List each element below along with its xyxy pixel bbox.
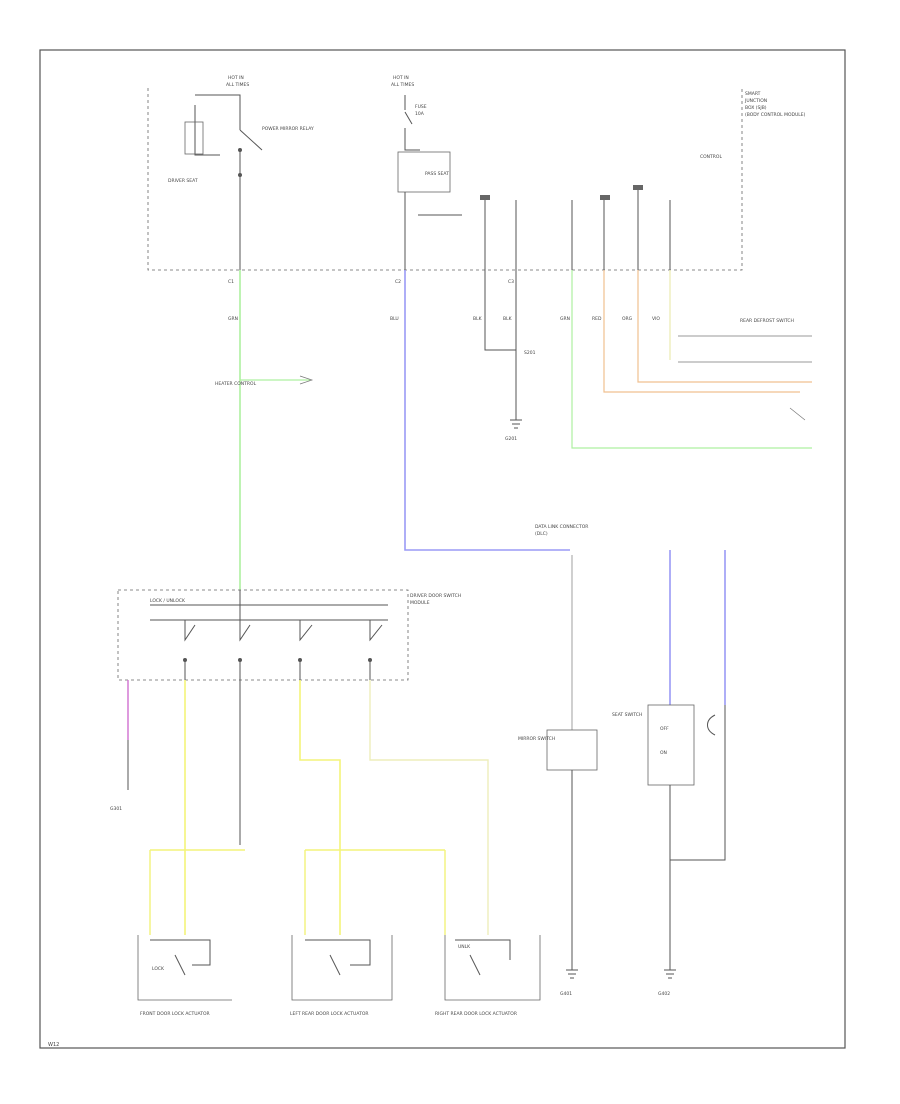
label-wire-1: GRN xyxy=(228,316,238,322)
module-pins xyxy=(480,185,671,270)
label-pass-seat: PASS SEAT xyxy=(425,171,449,177)
label-ground-3: G401 xyxy=(560,991,572,997)
pale-wire-panel xyxy=(369,680,489,935)
label-wire-4: BLK xyxy=(503,316,513,322)
fuse-device xyxy=(397,95,462,270)
label-wire-6: RED xyxy=(592,316,602,322)
label-splice: S201 xyxy=(524,350,536,356)
label-module-2: JUNCTION xyxy=(744,98,767,104)
label-actuator-1: FRONT DOOR LOCK ACTUATOR xyxy=(140,1011,210,1017)
label-ground-2: G301 xyxy=(110,806,122,812)
label-relay: POWER MIRROR RELAY xyxy=(262,126,314,132)
label-hot-run-1: HOT IN xyxy=(228,75,244,81)
label-on: ON xyxy=(660,750,667,756)
label-ground-1: G201 xyxy=(505,436,517,442)
label-lock-unlock: LOCK / UNLOCK xyxy=(150,598,186,604)
label-switch-panel-2: MODULE xyxy=(410,600,430,606)
label-wire-2: BLU xyxy=(390,316,399,322)
label-switch-panel: DRIVER DOOR SWITCH xyxy=(410,593,461,599)
label-actuator-2: LEFT REAR DOOR LOCK ACTUATOR xyxy=(290,1011,369,1017)
actuators xyxy=(137,935,541,1001)
label-wire-3: BLK xyxy=(473,316,483,322)
label-c1: C1 xyxy=(228,279,234,285)
label-module-3: BOX (SJB) xyxy=(745,105,767,111)
label-wire-5: GRN xyxy=(560,316,570,322)
label-ground-4: G402 xyxy=(658,991,670,997)
label-heater: HEATER CONTROL xyxy=(215,381,257,387)
label-mirror-switch: MIRROR SWITCH xyxy=(518,736,555,742)
outer-frame xyxy=(39,49,846,1049)
label-driver-seat: DRIVER SEAT xyxy=(168,178,198,184)
label-actuator-3: RIGHT REAR DOOR LOCK ACTUATOR xyxy=(435,1011,517,1017)
label-data-link: DATA LINK CONNECTOR xyxy=(535,524,588,530)
orange-wire-1 xyxy=(603,270,800,393)
label-module-1: SMART xyxy=(745,91,761,97)
label-module-4: (BODY CONTROL MODULE) xyxy=(745,112,806,118)
label-fuse-amp: 10A xyxy=(415,111,425,117)
label-fuse: FUSE xyxy=(415,104,427,110)
label-unlock: UNLK xyxy=(458,944,471,950)
module-enclosure xyxy=(147,88,743,271)
label-c2: C2 xyxy=(395,279,401,285)
label-off: OFF xyxy=(660,726,669,732)
switch-panel xyxy=(117,589,409,681)
orange-wire-2 xyxy=(637,270,812,383)
yellow-wire-2 xyxy=(299,680,341,935)
blue-wire-main xyxy=(404,270,570,551)
label-hot-run-4: ALL TIMES xyxy=(391,82,414,88)
label-lock: LOCK xyxy=(152,966,165,972)
power-relay xyxy=(184,94,263,270)
labels: HOT IN ALL TIMES HOT IN ALL TIMES POWER … xyxy=(110,75,806,1017)
label-rear-defrost: REAR DEFROST SWITCH xyxy=(740,318,794,324)
label-control: CONTROL xyxy=(700,154,722,160)
diagram-id: W12 xyxy=(48,1042,59,1048)
label-wire-7: ORG xyxy=(622,316,633,322)
label-seat-switch: SEAT SWITCH xyxy=(612,712,642,718)
green-wire-right xyxy=(571,270,812,449)
label-data-link-2: (DLC) xyxy=(535,531,548,537)
black-wire-1 xyxy=(484,270,516,351)
label-hot-run-2: ALL TIMES xyxy=(226,82,249,88)
label-hot-run-3: HOT IN xyxy=(393,75,409,81)
label-wire-8: VIO xyxy=(652,316,660,322)
label-c3: C3 xyxy=(508,279,514,285)
